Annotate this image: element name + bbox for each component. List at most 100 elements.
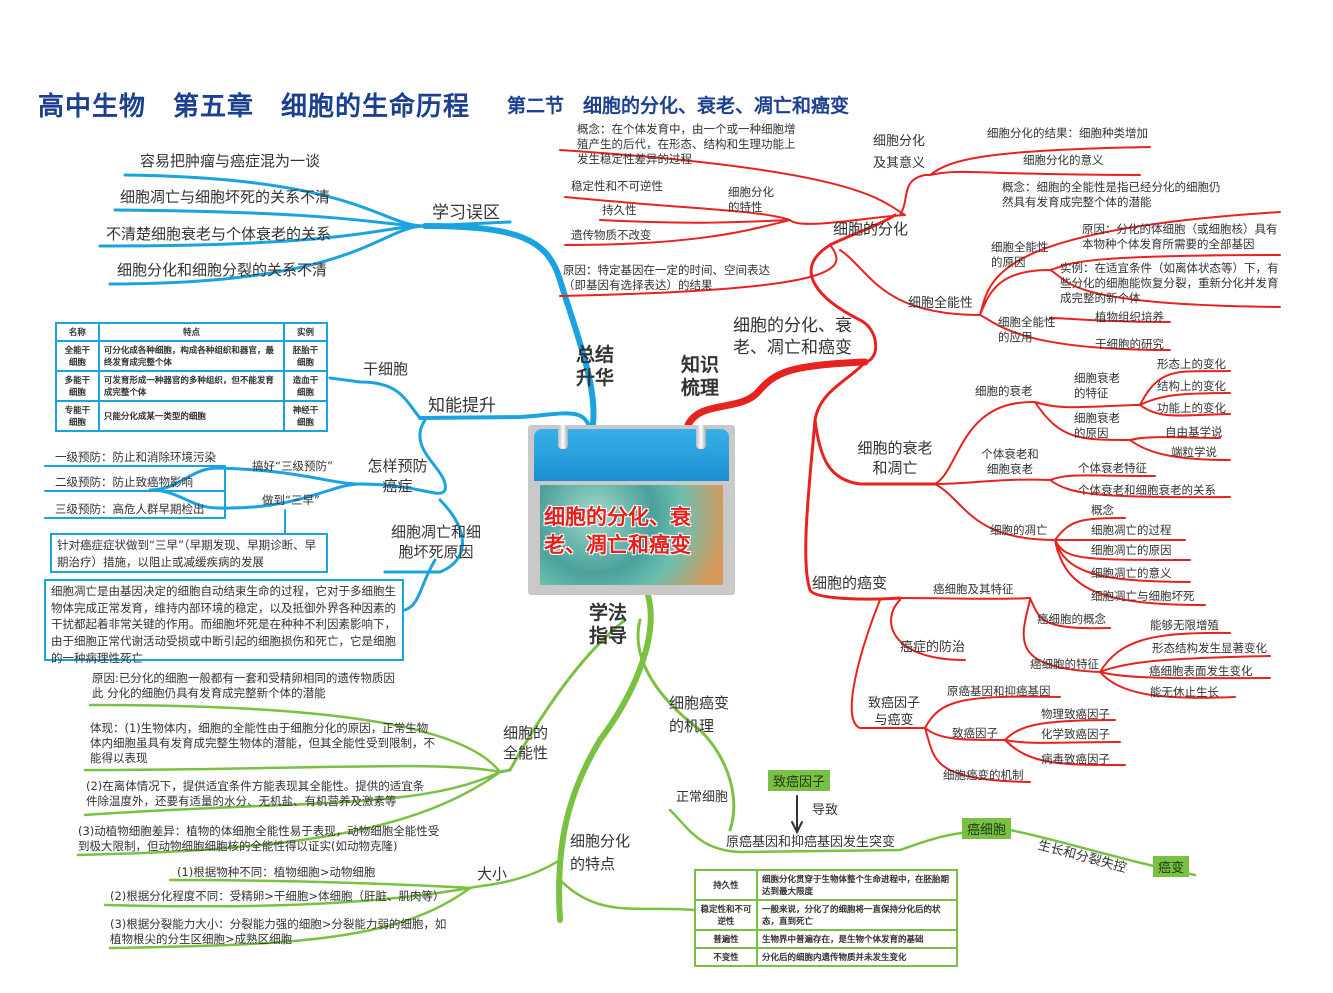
carcinogen-box: 致癌因子 (768, 770, 831, 791)
red-main-branch (684, 358, 869, 429)
carcinogen-item: 物理致癌因子 (1041, 707, 1110, 721)
center-topic-image: 细胞的分化、衰老、凋亡和癌变 (528, 425, 735, 595)
apoptosis-item: 概念 (1091, 503, 1114, 517)
aging-feature-label[interactable]: 细胞衰老的特征 (1074, 371, 1120, 400)
diff-meaning-item: 细胞分化的结果：细胞种类增加 (987, 126, 1148, 140)
calendar-ring-icon (558, 425, 568, 449)
diff-traits-label[interactable]: 细胞分化的特性 (728, 185, 774, 214)
table-header: 特点 (97, 322, 286, 342)
cause-label: 导致 (812, 803, 839, 818)
cancer-feature-label[interactable]: 癌细胞的特征 (1030, 657, 1099, 671)
totipotency-reason: 原因：分化的体细胞（或细胞核）具有本物种个体发育所需要的全部基因 (1082, 222, 1278, 251)
table-cell: 生物界中普遍存在，是生物个体发育的基础 (756, 929, 958, 949)
normal-cell: 正常细胞 (676, 790, 729, 805)
aging-cause: 自由基学说 (1165, 425, 1223, 439)
cancer-mechanism: 细胞癌变的机制 (943, 768, 1024, 782)
misconceptions-label[interactable]: 学习误区 (432, 203, 500, 223)
diff-cause: 原因：特定基因在一定的时间、空间表达（即基因有选择表达）的结果 (563, 263, 770, 292)
three-early-label: 做到“三早” (262, 493, 320, 507)
diff-meaning-item: 细胞分化的意义 (1023, 153, 1104, 167)
apoptosis-item: 细胞凋亡的意义 (1091, 566, 1172, 580)
misconception-item: 细胞分化和细胞分裂的关系不清 (117, 261, 328, 279)
cancer-feature: 形态结构发生显著变化 (1152, 641, 1267, 655)
diff-concept: 概念：在个体发育中，由一个或一种细胞增殖产生的后代，在形态、结构和生理功能上发生… (577, 122, 796, 166)
size-item: (2)根据分化程度不同：受精卵>干细胞>体细胞（肝脏、肌肉等） (110, 889, 445, 903)
table-row: 不变性分化后的细胞内遗传物质并未发生变化 (694, 947, 958, 967)
center-topic-label: 细胞的分化、衰老、凋亡和癌变 (544, 505, 691, 558)
aging-apoptosis-label[interactable]: 细胞的衰老和凋亡 (857, 439, 933, 477)
method-totipotency-label[interactable]: 细胞的全能性 (503, 724, 549, 762)
apoptosis-item: 细胞凋亡的原因 (1091, 543, 1172, 557)
cell-aging-label[interactable]: 细胞的衰老 (975, 384, 1033, 398)
aging-feature: 结构上的变化 (1157, 379, 1226, 393)
calendar-ring-icon (696, 425, 706, 449)
totipotency-point: 体现：(1)生物体内，细胞的全能性由于细胞分化的原因，正常生物体内细胞虽具有发育… (90, 721, 435, 765)
cancer-cell-concept: 癌细胞的概念 (1037, 612, 1106, 626)
aging-cause-label[interactable]: 细胞衰老的原因 (1074, 411, 1120, 440)
totipotency-concept: 概念：细胞的全能性是指已经分化的细胞仍然具有发育成完整个体的潜能 (1002, 180, 1221, 209)
table-cell: 一般来说，分化了的细胞将一直保持分化后的状态，直到死亡 (756, 899, 958, 931)
carcinogen-item: 化学致癌因子 (1041, 727, 1110, 741)
misconception-item: 不清楚细胞衰老与个体衰老的关系 (106, 225, 332, 243)
individual-aging-label[interactable]: 个体衰老和细胞衰老 (981, 447, 1039, 476)
apoptosis-necrosis-label[interactable]: 细胞凋亡和细胞坏死原因 (390, 523, 481, 561)
oncogenes: 原癌基因和抑癌基因 (947, 684, 1051, 698)
table-row: 持久性细胞分化贯穿于生物体整个生命进程中，在胚胎期达到最大限度 (694, 869, 958, 901)
three-early-box: 针对癌症症状做到“三早”（早期发现、早期诊断、早期治疗）措施，以阻止或减缓疾病的… (50, 533, 328, 573)
branch-summary[interactable]: 总结升华 (576, 344, 615, 389)
table-cell: 可分化成各种细胞，构成各种组织和器官，最终发育成完整个体 (97, 340, 286, 372)
diff-trait: 持久性 (602, 203, 637, 217)
diff-trait: 稳定性和不可逆性 (571, 179, 663, 193)
diff-trait: 遗传物质不改变 (571, 228, 652, 242)
stem-cell-table: 名称特点实例 全能干细胞可分化成各种细胞，构成各种组织和器官，最终发育成完整个体… (55, 322, 328, 432)
differentiation-label[interactable]: 细胞的分化 (833, 220, 909, 238)
cancer-feature: 能够无限增殖 (1150, 618, 1219, 632)
knowledge-subtitle: 细胞的分化、衰老、凋亡和癌变 (733, 316, 852, 359)
branch-knowledge[interactable]: 知识梳理 (681, 354, 720, 399)
table-cell: 分化后的细胞内遗传物质并未发生变化 (756, 947, 958, 967)
carcinogen-item: 病毒致癌因子 (1041, 752, 1110, 766)
factor-label[interactable]: 致癌因子 (952, 726, 998, 740)
table-cell: 可发育形成一种器官的多种组织，但不能发育成完整个体 (97, 370, 286, 402)
totipotency-reason-label[interactable]: 细胞全能性的原因 (991, 240, 1049, 269)
totipotency-point: 原因:已分化的细胞一般都有一套和受精卵相同的遗传物质因此 分化的细胞仍具有发育成… (92, 671, 395, 700)
table-cell: 专能干细胞 (55, 400, 100, 432)
apoptosis-necrosis-box: 细胞凋亡是由基因决定的细胞自动结束生命的过程，它对于多细胞生物体完成正常发育，维… (44, 579, 404, 665)
prevent-cancer-label[interactable]: 怎样预防癌症 (367, 457, 428, 495)
totipotency-label[interactable]: 细胞全能性 (908, 296, 974, 311)
totipotency-app: 干细胞的研究 (1095, 337, 1164, 351)
stem-cell-label[interactable]: 干细胞 (363, 360, 409, 378)
arrow-down-icon (791, 795, 803, 835)
table-row: 稳定性和不可逆性一般来说，分化了的细胞将一直保持分化后的状态，直到死亡 (694, 899, 958, 931)
three-level-label: 搞好“三级预防” (252, 459, 333, 473)
mechanism-label[interactable]: 细胞癌变的机理 (669, 694, 730, 736)
size-item: (1)根据物种不同：植物细胞>动物细胞 (177, 865, 376, 879)
cancer-feature: 癌细胞表面发生变化 (1149, 664, 1253, 678)
diff-features-label[interactable]: 细胞分化的特点 (570, 832, 631, 874)
prevention-level: 三级预防：高危人群早期检出 (55, 502, 205, 516)
aging-feature: 功能上的变化 (1157, 401, 1226, 415)
table-cell: 胚胎干细胞 (283, 340, 328, 372)
blue-improve-branch (418, 411, 592, 432)
totipotency-app-label[interactable]: 细胞全能性的应用 (998, 315, 1056, 344)
section-title: 第二节 细胞的分化、衰老、凋亡和癌变 (507, 95, 850, 117)
branch-method[interactable]: 学法指导 (589, 602, 628, 647)
cancer-label[interactable]: 细胞的癌变 (812, 574, 888, 592)
page-title: 高中生物 第五章 细胞的生命历程 (38, 92, 471, 122)
table-cell: 多能干细胞 (55, 370, 100, 402)
individual-aging-item: 个体衰老和细胞衰老的关系 (1078, 483, 1216, 497)
table-header: 名称 (55, 322, 100, 342)
totipotency-point: (2)在离体情况下，提供适宜条件方能表现其全能性。提供的适宜条件除温度外，还要有… (86, 779, 425, 808)
table-cell: 神经干细胞 (283, 400, 328, 432)
diff-meaning-label[interactable]: 细胞分化及其意义 (873, 134, 926, 172)
aging-cause: 端粒学说 (1171, 445, 1217, 459)
carcinogen-label[interactable]: 致癌因子与癌变 (867, 696, 920, 728)
cancer-cells-label[interactable]: 癌细胞及其特征 (933, 582, 1014, 596)
apoptosis-item: 细胞凋亡的过程 (1091, 523, 1172, 537)
totipotency-example: 实例：在适宜条件（如离体状态等）下，有些分化的细胞能恢复分裂，重新分化并发育成完… (1060, 261, 1279, 305)
size-label[interactable]: 大小 (477, 865, 508, 883)
improve-label[interactable]: 知能提升 (428, 396, 496, 416)
apoptosis-label[interactable]: 细胞的凋亡 (990, 523, 1048, 537)
